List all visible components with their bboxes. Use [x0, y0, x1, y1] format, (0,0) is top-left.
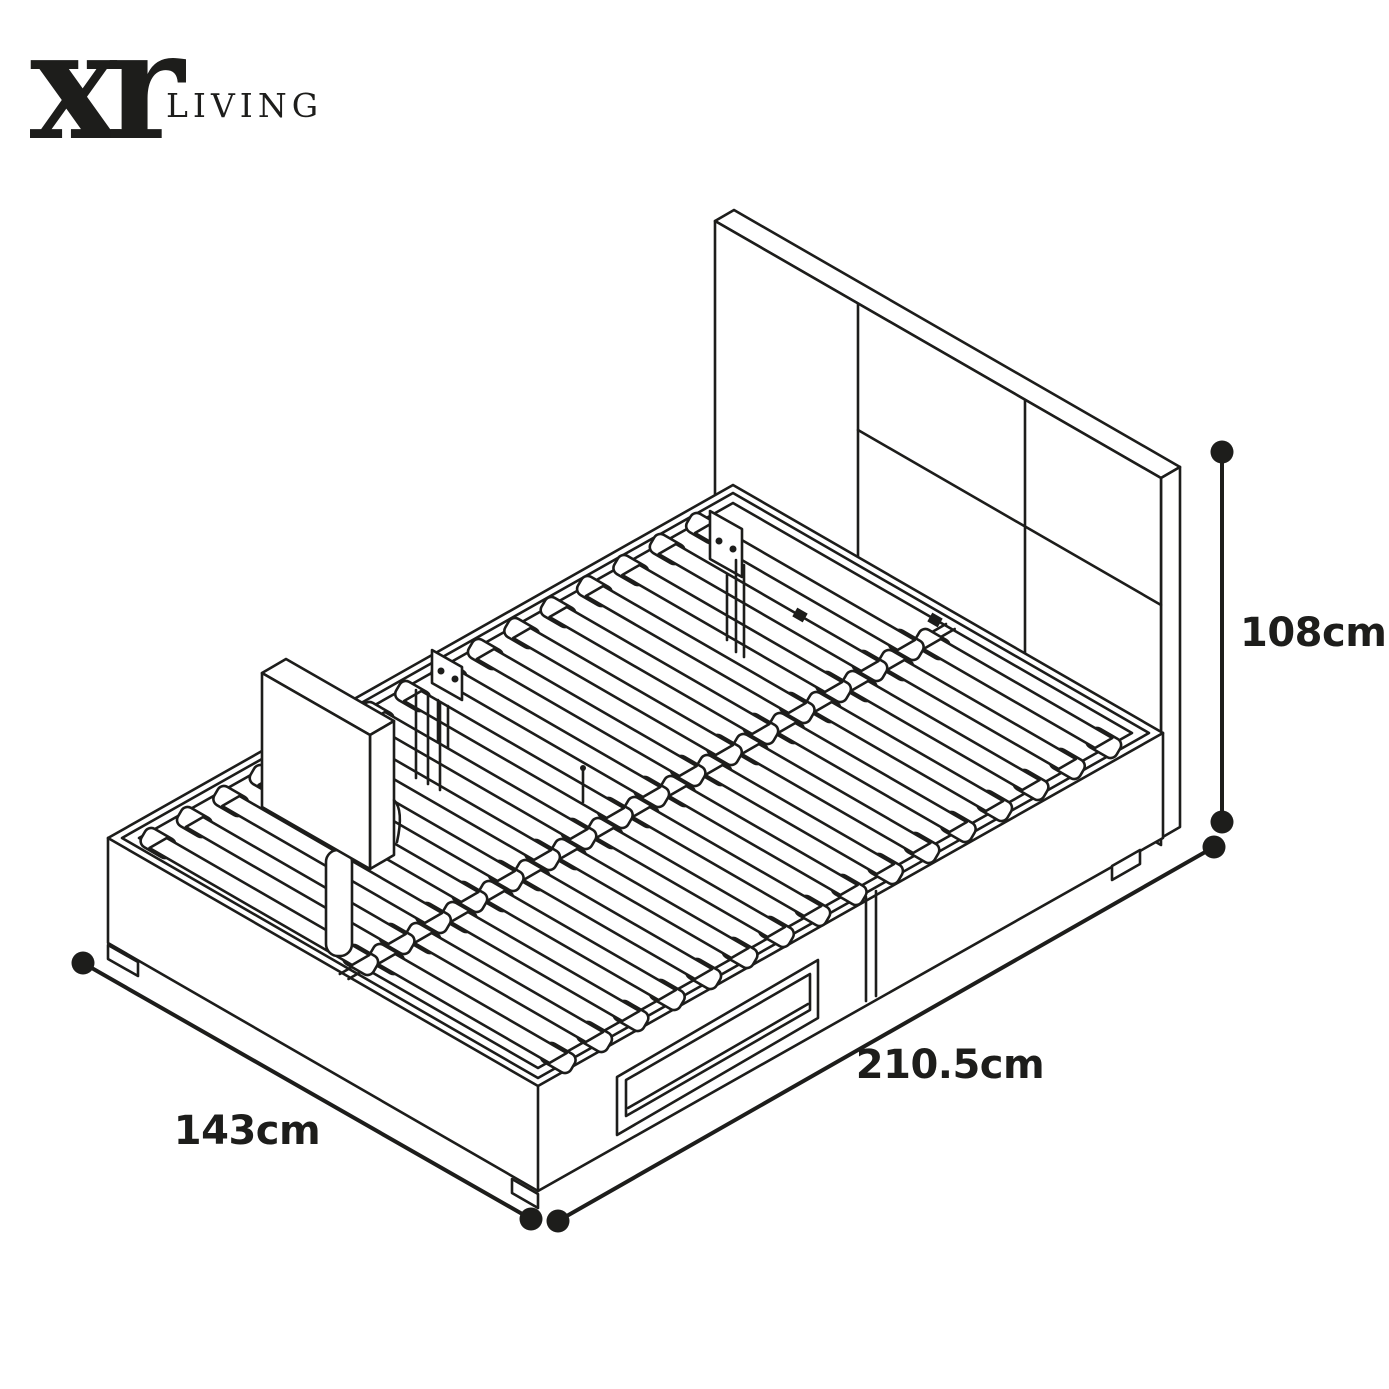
foot-front — [510, 1177, 540, 1210]
opening-shelf-line — [626, 1002, 810, 1110]
opening-inner-frame — [624, 972, 812, 1118]
lift-mechanism — [430, 509, 943, 804]
width-dimension-line — [81, 961, 533, 1221]
height-dimension: 108cm — [1210, 440, 1387, 834]
base-rim-inner-line-1 — [120, 491, 1151, 1080]
width-dimension-dot-end — [519, 1207, 543, 1231]
length-dimension-label: 210.5cm — [856, 1042, 1044, 1088]
base-top-front-edges — [106, 731, 1165, 1193]
brand-logo-sub-text: LIVING — [166, 86, 323, 125]
tv-panel-side-edge — [368, 719, 396, 871]
lift-pin-head — [580, 765, 586, 771]
tv-panel-front-face — [260, 671, 372, 871]
slat-clip-2 — [927, 612, 943, 628]
foot-left — [106, 943, 140, 978]
base-rim-inner-line-2 — [137, 501, 1134, 1070]
brand-logo: xr LIVING — [30, 0, 323, 174]
tv-panel-hook — [392, 798, 402, 844]
width-dimension-label: 143cm — [174, 1108, 320, 1154]
length-dimension: 210.5cm — [546, 835, 1226, 1233]
brand-logo-main-text: xr — [30, 0, 186, 174]
tv-lift-bracket — [260, 657, 442, 958]
height-dimension-dot-top — [1210, 440, 1234, 464]
tv-bracket-arms — [414, 688, 442, 792]
width-dimension-dot-start — [71, 951, 95, 975]
head-bracket-screw-2 — [729, 545, 737, 553]
opening-outer-frame — [615, 958, 820, 1137]
slat-clip-1 — [792, 607, 808, 623]
tv-aperture-opening — [615, 958, 820, 1137]
side-bracket-arms — [436, 698, 450, 750]
tv-bracket-post — [324, 848, 354, 958]
side-bracket-screw-1 — [437, 667, 445, 675]
height-dimension-label: 108cm — [1240, 610, 1386, 656]
head-bracket-plate — [708, 509, 744, 579]
length-dimension-dot-end — [1202, 835, 1226, 859]
side-bracket-screw-2 — [451, 675, 459, 683]
head-bracket-screw-1 — [715, 537, 723, 545]
foot-right — [1110, 848, 1142, 882]
length-dimension-dot-start — [546, 1209, 570, 1233]
height-dimension-dot-bottom — [1210, 810, 1234, 834]
head-bracket-arms — [725, 558, 746, 659]
footboard-seam — [864, 889, 878, 1003]
length-dimension-line — [556, 845, 1216, 1223]
side-bracket-plate — [430, 648, 464, 702]
headboard-panel-divider-horizontal — [856, 428, 1163, 607]
width-dimension: 143cm — [71, 951, 543, 1231]
